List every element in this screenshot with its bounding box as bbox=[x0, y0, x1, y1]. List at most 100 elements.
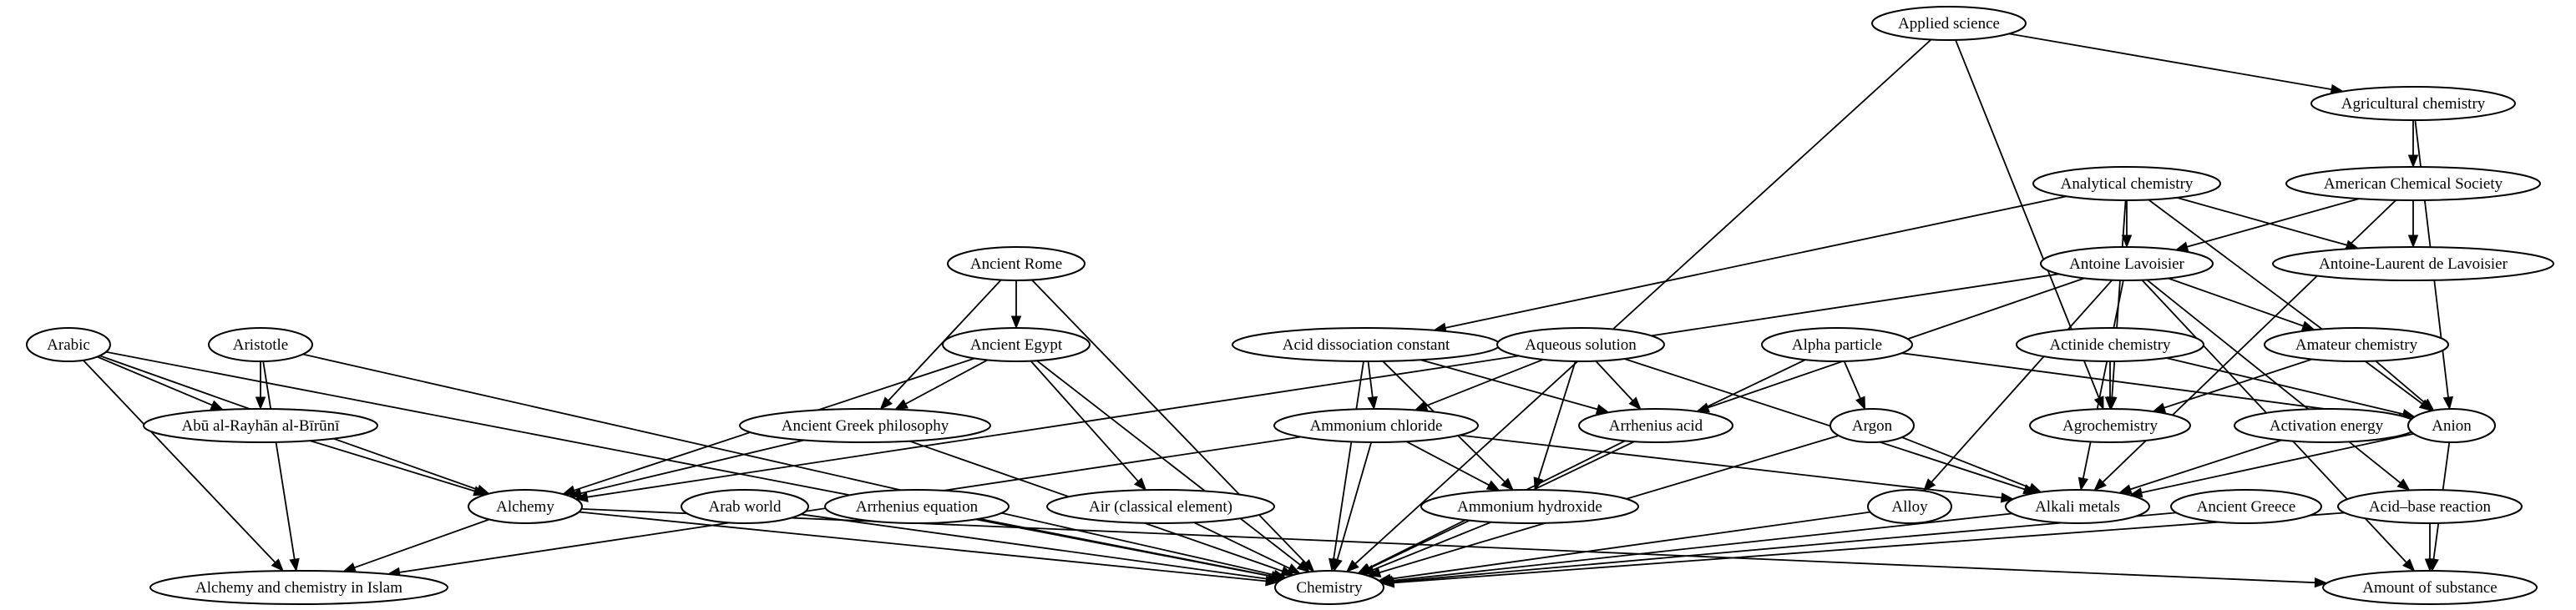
node-label: Ancient Greece bbox=[2197, 498, 2296, 516]
edge-aqueous-solution-to-arrhenius-acid bbox=[1595, 360, 1642, 411]
node-acid-dissociation-constant: Acid dissociation constant bbox=[1232, 327, 1501, 362]
node-ellipse bbox=[1578, 408, 1733, 443]
node-alpha-particle: Alpha particle bbox=[1761, 327, 1913, 362]
node-ammonium-chloride: Ammonium chloride bbox=[1273, 408, 1479, 443]
node-label: Arabic bbox=[47, 336, 90, 354]
node-label: American Chemical Society bbox=[2324, 175, 2503, 193]
node-label: Aqueous solution bbox=[1525, 336, 1637, 354]
arrowhead bbox=[1270, 571, 1285, 582]
edge-antoine-lavoisier-to-alloy bbox=[1922, 280, 2113, 492]
node-ellipse bbox=[1274, 570, 1384, 605]
node-label: Antoine-Laurent de Lavoisier bbox=[2319, 255, 2508, 273]
arrowhead bbox=[473, 486, 488, 497]
edge-line bbox=[2166, 357, 2404, 416]
edge-aqueous-solution-to-ammonium-hydroxide bbox=[1533, 360, 1576, 492]
node-label: Chemistry bbox=[1296, 579, 1363, 597]
edge-actinide-chemistry-to-agrochemistry bbox=[2104, 361, 2116, 411]
edge-line bbox=[1901, 352, 2400, 420]
node-ellipse bbox=[2032, 166, 2221, 201]
edge-acid-dissociation-constant-to-arrhenius-acid bbox=[1420, 359, 1610, 415]
edge-line bbox=[309, 440, 475, 492]
edge-line bbox=[1036, 360, 1301, 566]
edge-line bbox=[579, 511, 1267, 582]
edge-line bbox=[1393, 512, 2177, 583]
edge-line bbox=[1843, 360, 1861, 399]
arrowhead bbox=[2300, 320, 2315, 331]
arrowhead bbox=[289, 557, 300, 572]
edge-line bbox=[1030, 360, 1139, 482]
node-agrochemistry: Agrochemistry bbox=[2029, 408, 2191, 443]
edge-applied-science-to-chemistry bbox=[1345, 38, 1932, 573]
node-label: Acid–base reaction bbox=[2369, 498, 2492, 516]
edge-acid-base-reaction-to-chemistry bbox=[1380, 512, 2346, 588]
node-label: Analytical chemistry bbox=[2061, 175, 2194, 193]
arrowhead bbox=[1301, 559, 1315, 572]
node-alchemy: Alchemy bbox=[468, 489, 583, 524]
node-aqueous-solution: Aqueous solution bbox=[1496, 327, 1665, 362]
edge-line bbox=[105, 350, 1273, 577]
edge-line bbox=[1389, 511, 1870, 580]
node-ellipse bbox=[2264, 327, 2449, 362]
edge-line bbox=[1405, 441, 1490, 486]
node-ellipse bbox=[1496, 327, 1665, 362]
node-label: Applied science bbox=[1898, 15, 2000, 33]
edge-aristotle-to-alchemy-and-chemistry-in-islam bbox=[262, 360, 300, 572]
edge-line bbox=[302, 353, 1275, 576]
node-ellipse bbox=[2322, 570, 2538, 605]
edge-anion-to-alkali-metals bbox=[2128, 432, 2414, 498]
node-ancient-egypt: Ancient Egypt bbox=[942, 327, 1091, 362]
edge-ammonium-chloride-to-alkali-metals bbox=[1459, 434, 2015, 503]
arrowhead bbox=[1367, 396, 1378, 411]
arrowhead bbox=[2000, 492, 2015, 503]
node-ellipse bbox=[143, 408, 378, 443]
arrowhead bbox=[1361, 564, 1376, 575]
node-agricultural-chemistry: Agricultural chemistry bbox=[2310, 86, 2516, 121]
node-chemistry: Chemistry bbox=[1274, 570, 1384, 605]
edge-ammonium-hydroxide-to-chemistry bbox=[1361, 521, 1492, 575]
edge-line bbox=[1354, 38, 1932, 565]
arrowhead bbox=[1296, 560, 1311, 573]
edge-arrhenius-equation-to-chemistry bbox=[979, 517, 1285, 582]
edge-line bbox=[2375, 360, 2426, 404]
node-antoine-laurent-de-lavoisier: Antoine-Laurent de Lavoisier bbox=[2272, 246, 2554, 281]
node-ellipse bbox=[1420, 489, 1639, 524]
node-ellipse bbox=[2040, 246, 2214, 281]
arrowhead bbox=[2104, 396, 2116, 411]
arrowhead bbox=[271, 558, 285, 572]
arrowhead bbox=[893, 399, 908, 411]
edge-agricultural-chemistry-to-american-chemical-society bbox=[2407, 120, 2419, 169]
node-ellipse bbox=[1046, 489, 1275, 524]
node-label: Alchemy bbox=[496, 498, 554, 516]
node-ammonium-hydroxide: Ammonium hydroxide bbox=[1420, 489, 1639, 524]
node-anion: Anion bbox=[2407, 408, 2496, 443]
node-label: Ammonium hydroxide bbox=[1457, 498, 1602, 516]
node-arrhenius-acid: Arrhenius acid bbox=[1578, 408, 1733, 443]
edge-alpha-particle-to-argon bbox=[1843, 360, 1866, 411]
edge-line bbox=[801, 513, 1269, 580]
edge-line bbox=[262, 360, 296, 560]
node-ellipse bbox=[1830, 408, 1915, 443]
edge-line bbox=[1392, 512, 2013, 582]
arrowhead bbox=[568, 487, 583, 499]
edge-line bbox=[1420, 359, 1598, 411]
arrowhead bbox=[2121, 234, 2133, 249]
arrowhead bbox=[1010, 315, 1022, 330]
edge-arabic-to-alchemy-and-chemistry-in-islam bbox=[83, 360, 285, 572]
edge-aqueous-solution-to-ammonium-chloride bbox=[1414, 359, 1544, 411]
edge-line bbox=[2146, 279, 2401, 484]
node-label: Acid dissociation constant bbox=[1283, 336, 1450, 354]
arrowhead bbox=[1380, 577, 1395, 588]
edge-line bbox=[1459, 434, 2002, 499]
edge-ancient-rome-to-chemistry bbox=[1031, 279, 1315, 572]
node-label: Arrhenius acid bbox=[1609, 417, 1703, 435]
edge-american-chemical-society-to-antoine-lavoisier bbox=[2174, 198, 2360, 252]
node-alkali-metals: Alkali metals bbox=[2005, 489, 2150, 524]
arrowhead bbox=[1332, 557, 1343, 572]
node-label: Abū al-Rayhān al-Bīrūnī bbox=[182, 417, 341, 435]
node-ancient-greece: Ancient Greece bbox=[2170, 489, 2322, 524]
arrowhead bbox=[1922, 478, 1936, 492]
node-label: Ammonium chloride bbox=[1310, 417, 1443, 435]
edge-antoine-lavoisier-to-alkali-metals bbox=[2078, 280, 2124, 492]
edge-line bbox=[1031, 279, 1307, 564]
